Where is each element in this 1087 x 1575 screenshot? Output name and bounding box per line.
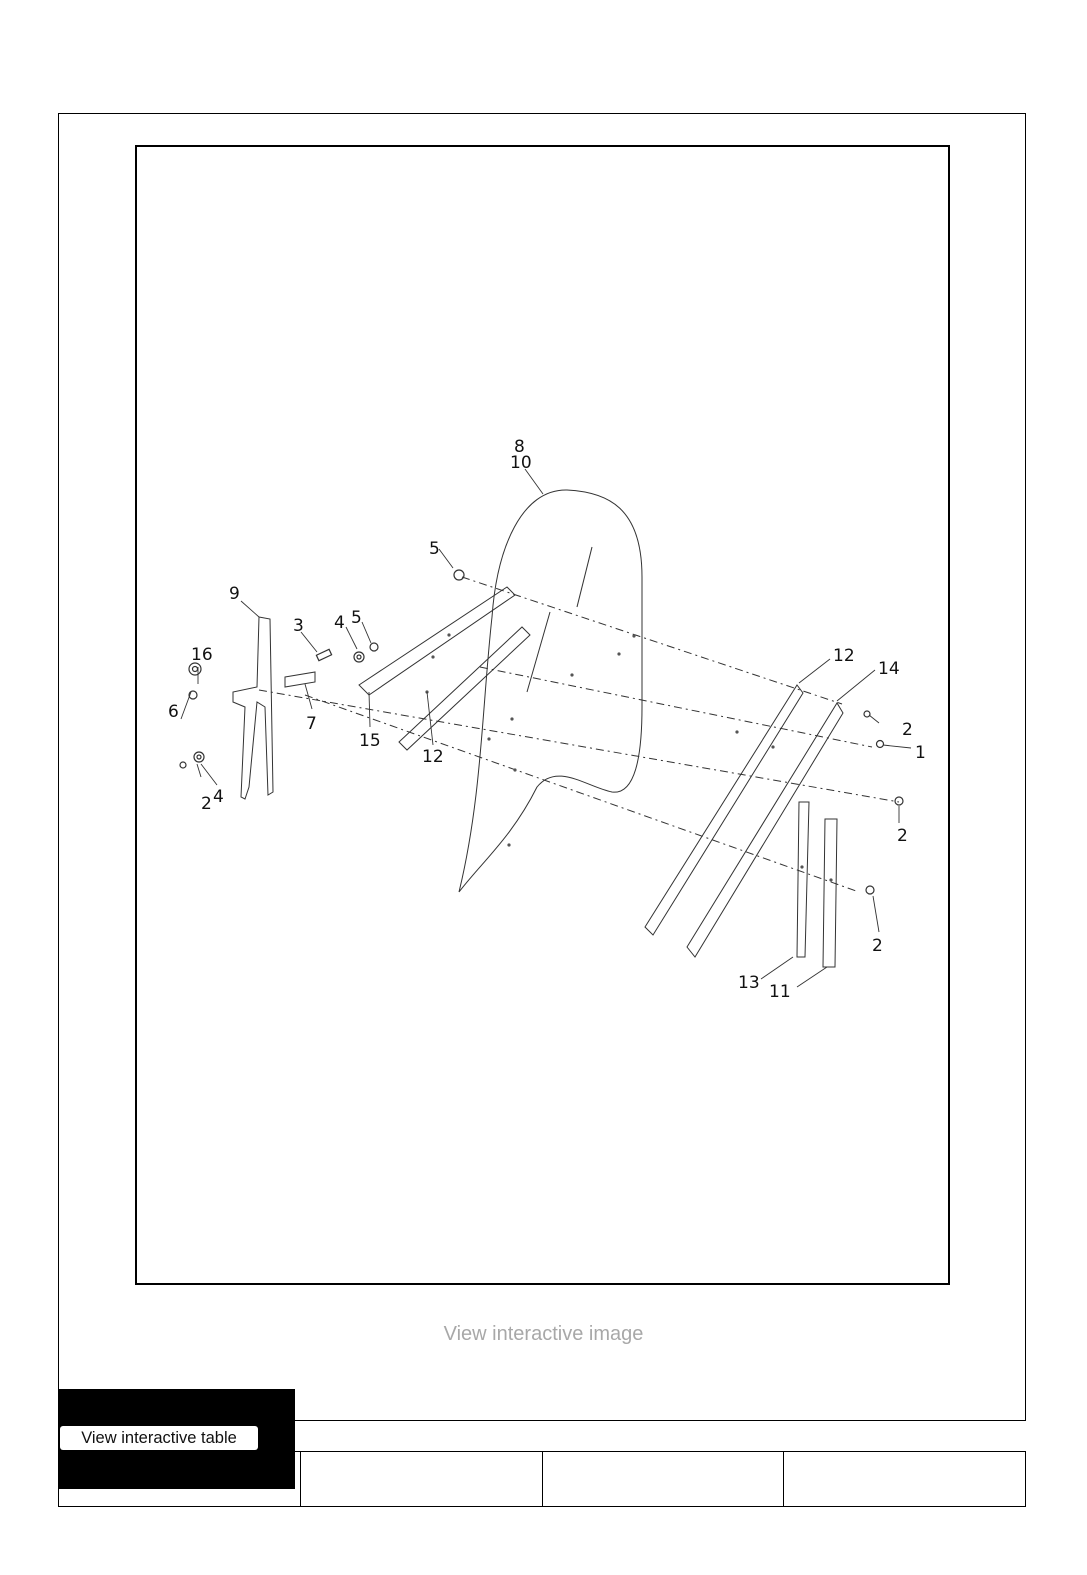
- callout-2-left: 2: [201, 794, 212, 814]
- view-interactive-image-link[interactable]: View interactive image: [443, 1323, 644, 1345]
- parts-table: [58, 1451, 1026, 1507]
- callout-10: 10: [510, 453, 532, 473]
- callout-14: 14: [878, 659, 900, 679]
- callout-7: 7: [306, 714, 317, 734]
- callout-15: 15: [359, 731, 381, 751]
- table-cell: [541, 1451, 785, 1507]
- callout-5-top: 5: [429, 539, 440, 559]
- callout-9: 9: [229, 584, 240, 604]
- callout-11: 11: [769, 982, 791, 1002]
- callout-2-right-upper: 2: [902, 720, 913, 740]
- callout-2-right-middle: 2: [897, 826, 908, 846]
- lower-strap-11: [822, 818, 838, 968]
- callout-12-right: 12: [833, 646, 855, 666]
- callout-16: 16: [191, 645, 213, 665]
- table-row: [58, 1451, 1026, 1507]
- table-cell: [58, 1451, 301, 1507]
- callout-1: 1: [915, 743, 926, 763]
- windshield: [458, 489, 643, 893]
- left-strap-15: [358, 586, 516, 696]
- callout-12-left: 12: [422, 747, 444, 767]
- table-cell: [299, 1451, 543, 1507]
- view-interactive-table-button[interactable]: View interactive table: [60, 1426, 258, 1450]
- callout-labels: 8 10 5 9 3 4 5 16 6 7 15 12 12 14 2 1 2 …: [168, 437, 926, 1002]
- right-strap-14: [686, 702, 844, 958]
- callout-4-upper: 4: [334, 613, 345, 633]
- left-strap-12: [398, 626, 531, 751]
- callout-2-right-lower: 2: [872, 936, 883, 956]
- callout-6: 6: [168, 702, 179, 722]
- callout-13: 13: [738, 973, 760, 993]
- exploded-parts-diagram[interactable]: 8 10 5 9 3 4 5 16 6 7 15 12 12 14 2 1 2 …: [137, 147, 952, 1287]
- callout-5-upper: 5: [351, 608, 362, 628]
- leader-lines: [180, 468, 912, 988]
- lower-strap-13: [796, 801, 810, 958]
- hardware: [179, 569, 904, 895]
- parts-diagram-frame: 8 10 5 9 3 4 5 16 6 7 15 12 12 14 2 1 2 …: [135, 145, 950, 1285]
- callout-3: 3: [293, 616, 304, 636]
- callout-8: 8: [514, 437, 525, 457]
- table-cell: [783, 1451, 1026, 1507]
- right-strap-12: [644, 684, 804, 936]
- callout-4-lower: 4: [213, 787, 224, 807]
- left-bracket: [232, 616, 274, 800]
- table-top-divider: [295, 1420, 1026, 1421]
- alignment-lines: [258, 576, 900, 893]
